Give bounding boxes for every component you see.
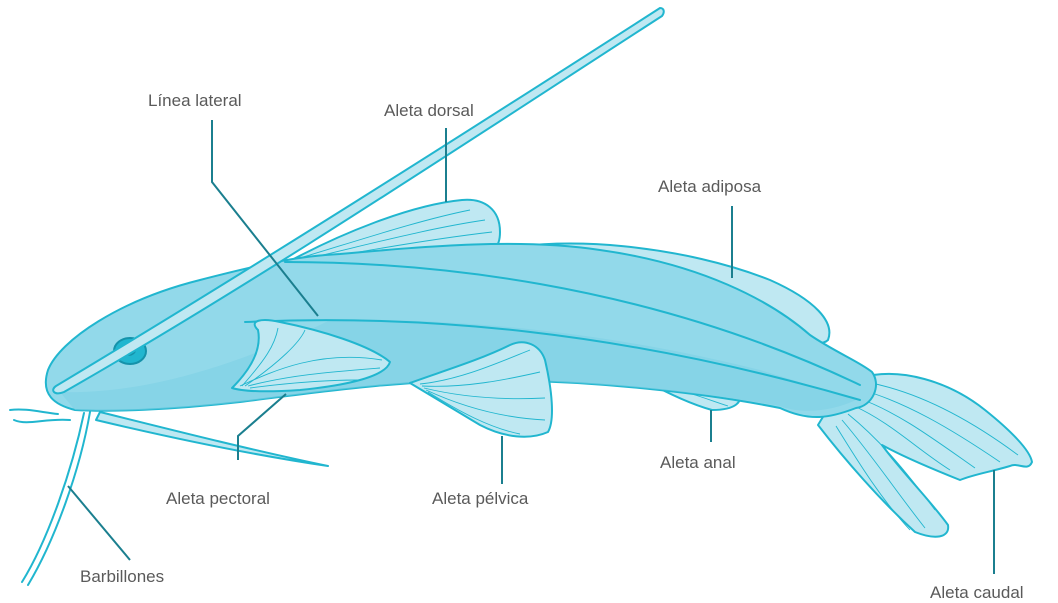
- leader-barbillones: [68, 486, 130, 560]
- label-aleta-pelvica: Aleta pélvica: [432, 489, 529, 508]
- label-linea-lateral: Línea lateral: [148, 91, 242, 110]
- label-aleta-dorsal: Aleta dorsal: [384, 101, 474, 120]
- label-aleta-caudal: Aleta caudal: [930, 583, 1024, 602]
- label-barbillones: Barbillones: [80, 567, 164, 586]
- label-aleta-adiposa: Aleta adiposa: [658, 177, 762, 196]
- label-aleta-anal: Aleta anal: [660, 453, 736, 472]
- label-aleta-pectoral: Aleta pectoral: [166, 489, 270, 508]
